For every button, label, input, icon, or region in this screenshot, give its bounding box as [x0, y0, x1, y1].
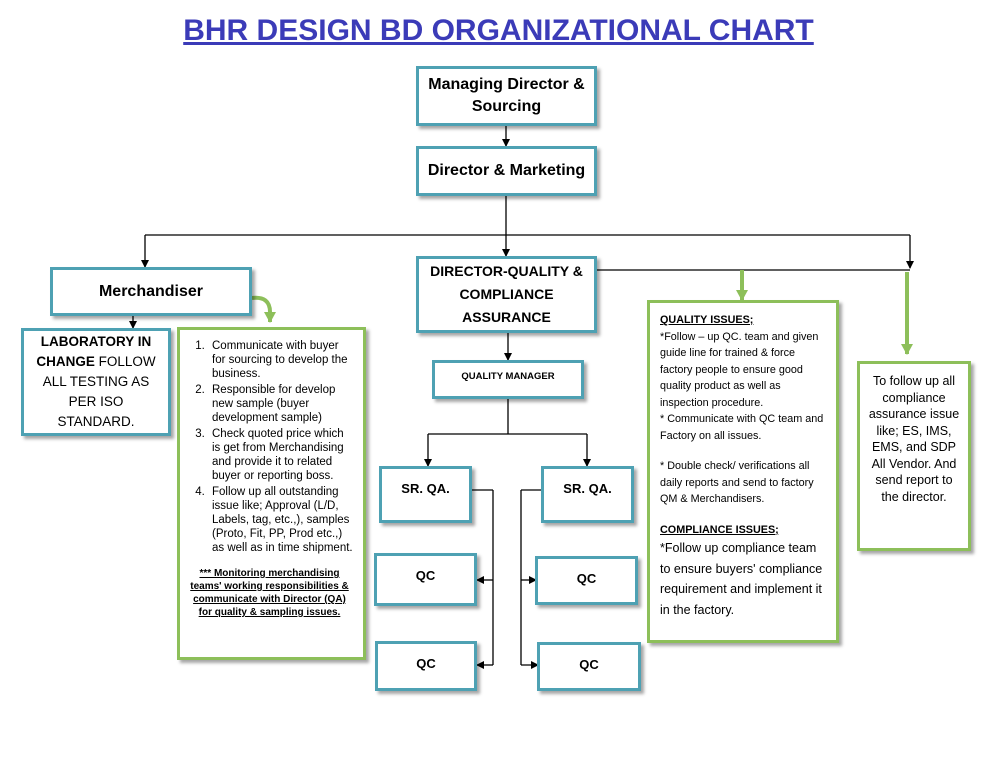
sr-qa-right-box: SR. QA. — [541, 466, 634, 523]
chart-title: BHR DESIGN BD ORGANIZATIONAL CHART — [183, 14, 814, 47]
merch-duty-item: Communicate with buyer for sourcing to d… — [208, 339, 355, 381]
qc-right-1-box: QC — [535, 556, 638, 605]
director-qca-label: DIRECTOR-QUALITY & COMPLIANCE ASSURANCE — [430, 263, 583, 325]
director-marketing-box: Director & Marketing — [416, 146, 597, 196]
merch-duty-item: Follow up all outstanding issue like; Ap… — [208, 485, 355, 555]
quality-manager-box: QUALITY MANAGER — [432, 360, 584, 399]
compliance-note-text: To follow up all compliance assurance is… — [868, 374, 960, 504]
laboratory-rest: FOLLOW ALL TESTING AS PER ISO STANDARD. — [42, 354, 156, 429]
merch-duties-note: *** Monitoring merchandising teams' work… — [190, 568, 349, 618]
sr-qa-left-label: SR. QA. — [401, 481, 450, 496]
merchandiser-label: Merchandiser — [98, 282, 204, 300]
laboratory-text: LABORATORY IN CHANGE FOLLOW ALL TESTING … — [34, 332, 158, 432]
qc-left-1-label: QC — [415, 568, 436, 583]
merch-duty-item: Check quoted price which is get from Mer… — [208, 427, 355, 483]
qc-right-1-label: QC — [576, 571, 597, 586]
merchandiser-box: Merchandiser — [50, 267, 252, 316]
qc-right-2-label: QC — [579, 657, 599, 672]
compliance-issues-heading: COMPLIANCE ISSUES; — [660, 523, 779, 536]
green-arrow-merch-duties — [251, 295, 276, 323]
laboratory-heading: LABORATORY IN CHANGE — [36, 334, 152, 369]
quality-manager-label: QUALITY MANAGER — [461, 371, 555, 382]
qa-notes-box: QUALITY ISSUES; *Follow – up QC. team an… — [647, 300, 839, 643]
compliance-issues-text: *Follow up compliance team to ensure buy… — [660, 541, 823, 617]
sr-qa-right-label: SR. QA. — [563, 481, 612, 496]
director-qca-box: DIRECTOR-QUALITY & COMPLIANCE ASSURANCE — [416, 256, 597, 333]
merch-duty-item: Responsible for develop new sample (buye… — [208, 383, 355, 425]
md-box: Managing Director & Sourcing — [416, 66, 597, 126]
compliance-note-box: To follow up all compliance assurance is… — [857, 361, 971, 551]
director-marketing-label: Director & Marketing — [427, 162, 586, 179]
quality-issues-heading: QUALITY ISSUES; — [660, 314, 754, 326]
quality-issues-text-2: * Communicate with QC team and Factory o… — [660, 413, 824, 442]
sr-qa-left-box: SR. QA. — [379, 466, 472, 523]
merch-duties-list: Communicate with buyer for sourcing to d… — [184, 339, 355, 555]
md-label: Managing Director & Sourcing — [428, 76, 585, 115]
laboratory-box: LABORATORY IN CHANGE FOLLOW ALL TESTING … — [21, 328, 171, 436]
merch-duties-box: Communicate with buyer for sourcing to d… — [177, 327, 366, 660]
quality-issues-text-3: * Double check/ verifications all daily … — [660, 460, 814, 505]
quality-issues-text-1: *Follow – up QC. team and given guide li… — [660, 330, 819, 409]
qc-left-1-box: QC — [374, 553, 477, 606]
qc-right-2-box: QC — [537, 642, 641, 691]
qc-left-2-box: QC — [375, 641, 477, 691]
qc-left-2-label: QC — [416, 656, 436, 671]
